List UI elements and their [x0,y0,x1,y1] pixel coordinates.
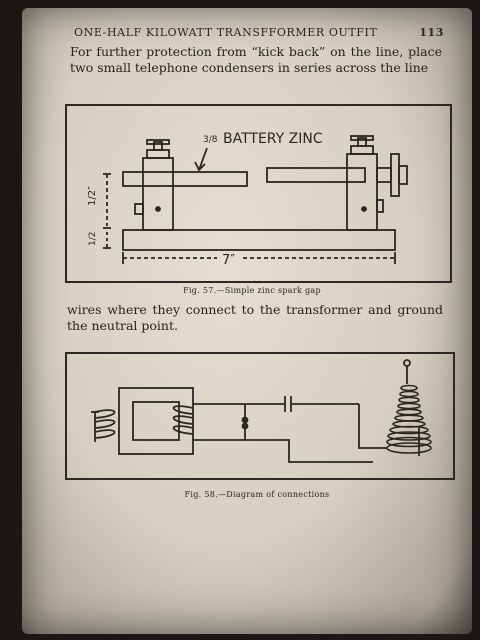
battery-zinc-label: BATTERY ZINC [223,131,323,147]
figure-58-caption: Fig. 58.—Diagram of connections [152,490,362,499]
battery-zinc-fraction: 3/8 [203,135,218,145]
helix-coil [386,384,432,454]
dimension-width-label: 7″ [222,253,235,268]
right-zinc-rod [266,167,366,183]
base-board [122,229,396,251]
paragraph-2: wires where they connect to the transfor… [67,302,443,333]
spark-gap-drawing: 3/8 BATTERY ZINC 7″ 1/2″ 1/2 [87,131,408,268]
figure-57-caption-text: —Simple zinc spark gap [216,286,321,295]
figure-58-connections [65,352,455,480]
connections-diagram [91,359,432,463]
left-post [142,157,174,231]
running-title: ONE-HALF KILOWATT TRANSFFORMER OUTFIT [74,26,378,39]
paragraph-1: For further protection from “kick back” … [70,44,442,75]
dimension-half-label: 1/2 [88,232,98,246]
running-header: ONE-HALF KILOWATT TRANSFFORMER OUTFIT 11… [74,26,444,39]
figure-57-caption-number: Fig. 57. [183,286,217,295]
transformer-core [118,387,194,455]
figure-58-caption-text: —Diagram of connections [217,490,330,499]
page-number: 113 [419,26,444,39]
figure-58-caption-number: Fig. 58. [184,490,218,499]
figure-57-caption: Fig. 57.—Simple zinc spark gap [152,286,352,295]
right-post [346,153,378,231]
dimension-height-label: 1/2″ [87,186,98,206]
left-zinc-rod [122,171,248,187]
figure-57-spark-gap: 3/8 BATTERY ZINC 7″ 1/2″ 1/2 [65,104,452,283]
book-page: ONE-HALF KILOWATT TRANSFFORMER OUTFIT 11… [22,8,472,634]
adjust-knob [390,153,400,197]
